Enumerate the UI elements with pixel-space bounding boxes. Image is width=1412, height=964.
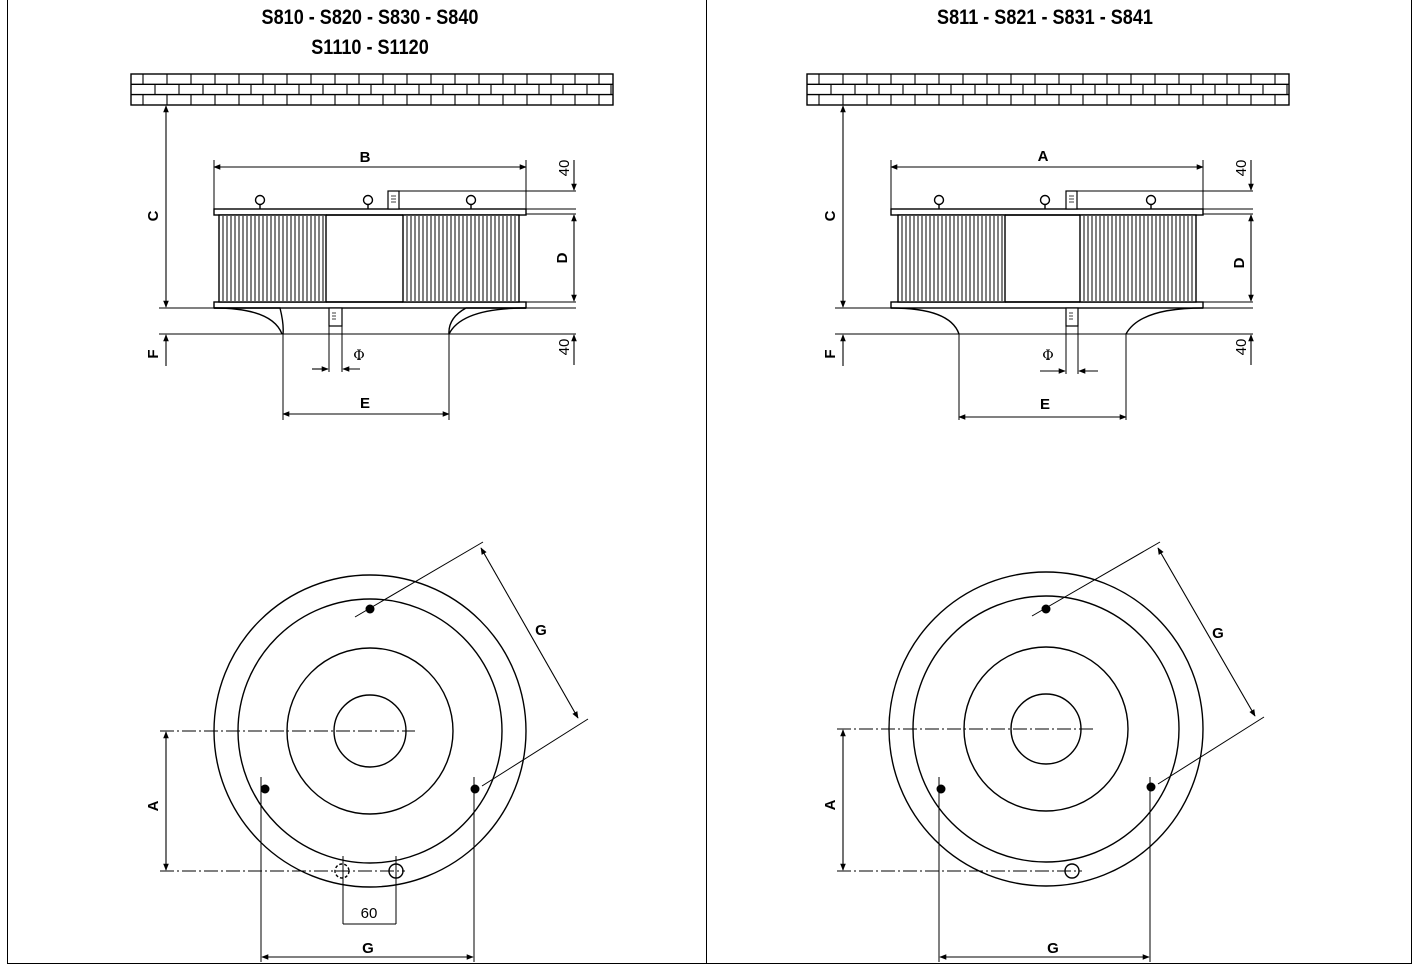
fixing-hole-left: [936, 784, 946, 794]
bottom-plate: [890, 301, 1204, 309]
label-outlet: E: [360, 395, 370, 412]
label-phi: Φ: [1042, 348, 1053, 364]
label-g-horiz: G: [1047, 940, 1059, 957]
right-panel-title-line-1: S811 - S821 - S831 - S841: [937, 6, 1153, 29]
label-foot: F: [145, 349, 162, 358]
drain-connector: [328, 307, 343, 327]
label-outlet: E: [1040, 396, 1050, 413]
coil-right: [1079, 214, 1197, 303]
coil-fins: [901, 216, 1193, 301]
dim-g-diag: [1157, 547, 1256, 717]
right-plan-view: G A G: [822, 541, 1265, 962]
label-height: C: [822, 210, 839, 221]
coil-fins: [222, 216, 516, 301]
label-body: D: [554, 252, 571, 263]
label-g-diag: G: [535, 622, 547, 639]
label-phi: Φ: [353, 348, 364, 364]
label-hole-offset: 60: [361, 905, 378, 922]
label-g-horiz: G: [362, 940, 374, 957]
eye-bolts: [933, 194, 1157, 209]
label-clearance-bottom: 40: [556, 339, 573, 356]
left-plan-view: G A 60 G: [145, 541, 589, 962]
label-clearance-top: 40: [1233, 160, 1250, 177]
brick-wall: [806, 73, 1290, 106]
coil-right: [402, 214, 520, 303]
fixing-hole-right: [1146, 782, 1156, 792]
label-offset: A: [822, 799, 839, 810]
label-width: A: [1038, 148, 1049, 165]
top-plate: [213, 208, 527, 216]
brick-wall: [130, 73, 614, 106]
label-foot: F: [822, 349, 839, 358]
top-connector: [387, 190, 400, 210]
top-plate: [890, 208, 1204, 216]
eye-bolts: [254, 194, 477, 209]
label-body: D: [1231, 257, 1248, 268]
drain-pan: [214, 307, 526, 335]
label-width: B: [360, 149, 371, 166]
left-panel-title-line-1: S810 - S820 - S830 - S840: [261, 6, 479, 29]
coil-left: [897, 214, 1006, 303]
right-panel-frame: [706, 0, 1412, 964]
fixing-hole-left: [260, 784, 270, 794]
bottom-plate: [213, 301, 527, 309]
label-offset: A: [145, 800, 162, 811]
left-panel-frame: [7, 0, 707, 964]
coil-left: [218, 214, 327, 303]
top-connector: [1065, 190, 1078, 210]
label-clearance-bottom: 40: [1233, 339, 1250, 356]
label-clearance-top: 40: [556, 160, 573, 177]
label-g-diag: G: [1212, 625, 1224, 642]
right-side-view: A C D F E Φ 40 40: [806, 73, 1290, 420]
left-panel-title-line-2: S1110 - S1120: [311, 36, 429, 59]
drain-connector: [1065, 307, 1079, 327]
fixing-hole-right: [470, 784, 480, 794]
dim-g-diag: [480, 547, 579, 719]
label-height: C: [145, 210, 162, 221]
left-side-view: B C D F E Φ 40 40: [130, 73, 614, 420]
drain-pan: [890, 307, 960, 335]
